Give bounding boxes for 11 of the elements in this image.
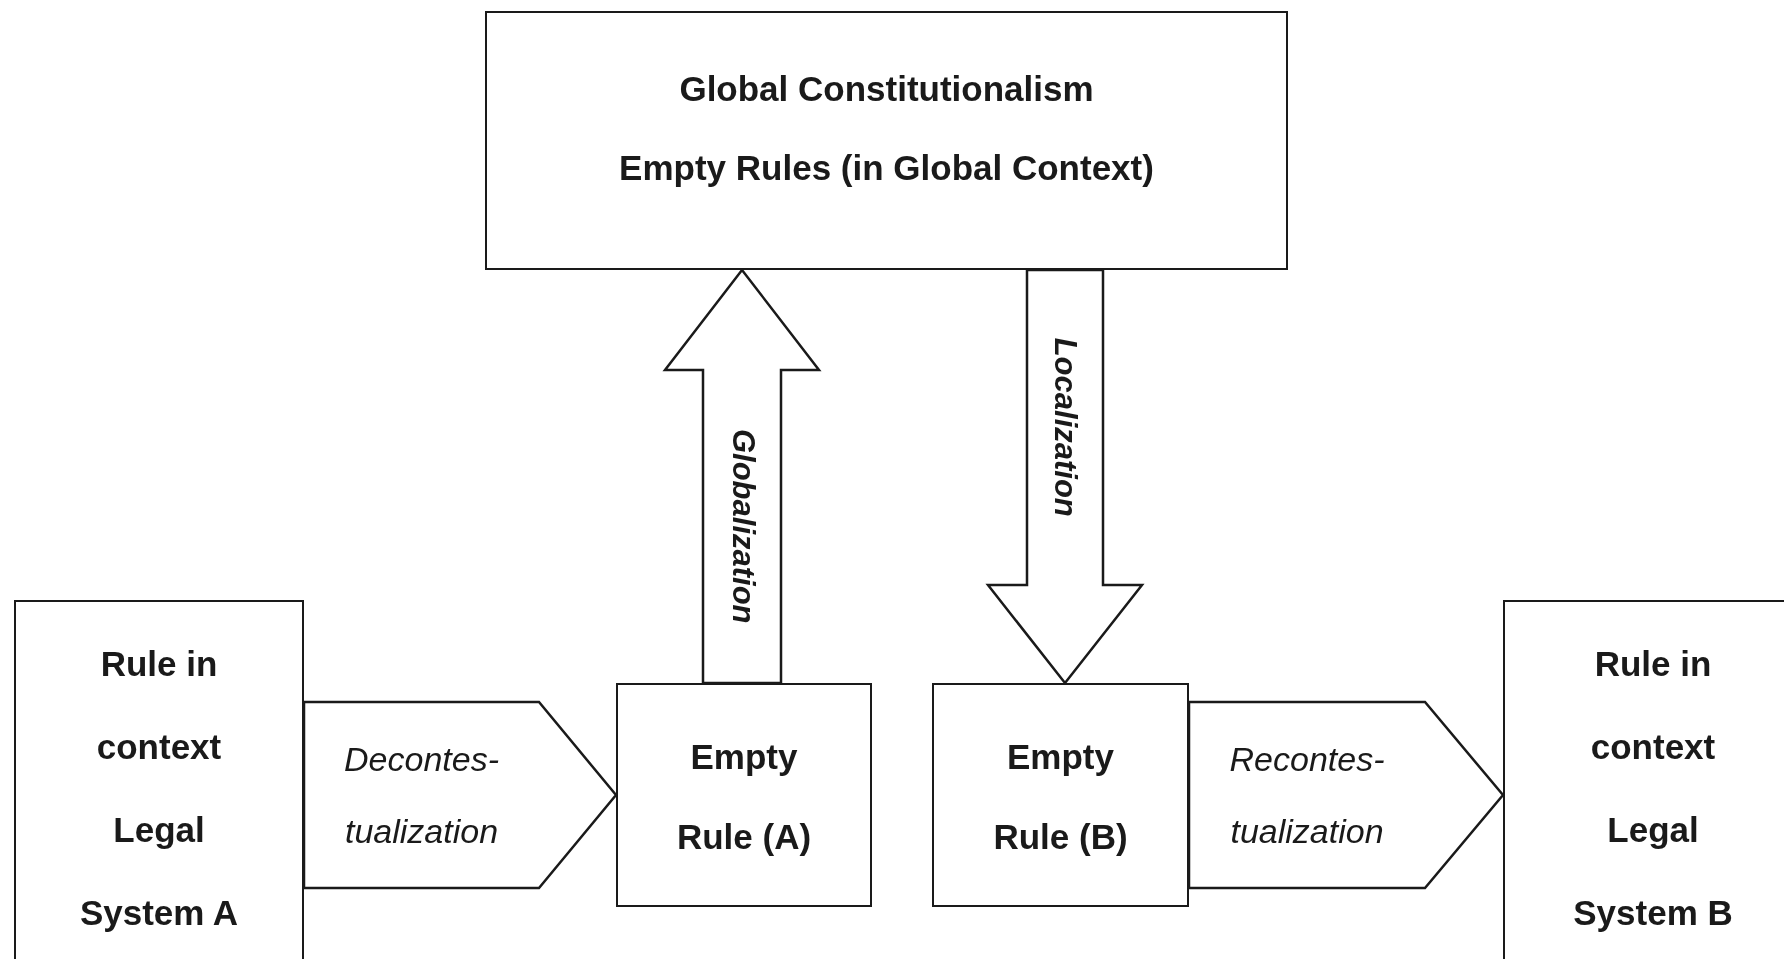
box-text: Empty Rule (A): [675, 736, 813, 858]
text-box: [1503, 600, 1784, 959]
box-text: Rule in context Legal System A: [78, 643, 240, 934]
box-text: Global Constitutionalism: [679, 68, 1094, 110]
text-box: [932, 683, 1189, 907]
text-box: [14, 600, 304, 959]
box-text: Rule in context Legal System B: [1572, 643, 1734, 934]
box-text: Empty Rules (in Global Context): [619, 147, 1154, 189]
text-box: [485, 11, 1288, 270]
text-box: [616, 683, 872, 907]
box-text: Empty Rule (B): [992, 736, 1129, 858]
